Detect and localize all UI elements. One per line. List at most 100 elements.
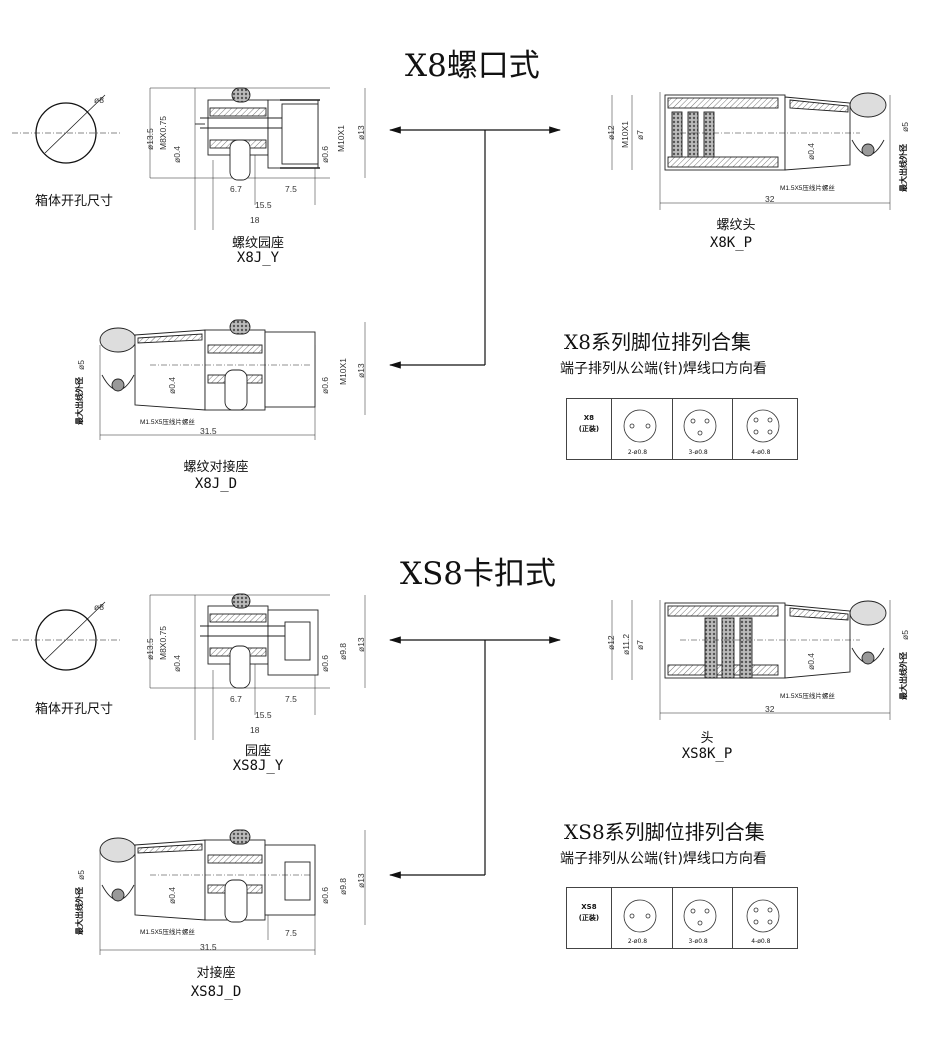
section2-pin-table: XS8 (正装) 2-ø0.8 3-ø0.8 4-ø0.8 bbox=[566, 887, 798, 949]
pin-cell-4: 4-ø0.8 bbox=[733, 888, 797, 948]
s2-socket-d3: ø0.4 bbox=[172, 654, 182, 672]
section2-socket-label: 园座 bbox=[244, 744, 272, 759]
section1-socket-code: X8J_Y bbox=[236, 250, 280, 266]
pin-cell-2: 2-ø0.8 bbox=[612, 888, 673, 948]
s2-plug-d5: ø5 bbox=[900, 630, 910, 640]
s1-plug-note: M1.5X5压线片螺丝 bbox=[780, 185, 835, 192]
section1-inline-label: 螺纹对接座 bbox=[183, 460, 249, 475]
s1-socket-w1: 6.7 bbox=[230, 184, 242, 194]
s2-inline-note: M1.5X5压线片螺丝 bbox=[140, 929, 195, 936]
s1-plug-d2: M10X1 bbox=[620, 121, 630, 148]
socket-drawing-1 bbox=[149, 87, 366, 230]
s2-socket-d6: ø13 bbox=[356, 637, 366, 652]
section1-pin-subtitle: 端子排列从公端(针)焊线口方向看 bbox=[560, 361, 767, 377]
s1-inline-note: M1.5X5压线片螺丝 bbox=[140, 419, 195, 426]
s2-plug-d1: ø12 bbox=[606, 635, 616, 650]
section1-plug-label: 螺纹头 bbox=[716, 218, 756, 233]
s2-socket-w4: 18 bbox=[250, 725, 260, 735]
pin-header2: (正装) bbox=[578, 914, 600, 922]
s1-socket-w2: 7.5 bbox=[285, 184, 297, 194]
s2-plug-note: M1.5X5压线片螺丝 bbox=[780, 693, 835, 700]
section1-cutout-label: 箱体开孔尺寸 bbox=[34, 194, 114, 209]
section2-connector-lines bbox=[388, 636, 562, 879]
section1-title: X8螺口式 bbox=[405, 48, 540, 84]
pin-diagrams-1 bbox=[623, 409, 780, 443]
s1-socket-d6: ø13 bbox=[356, 125, 366, 140]
section1-plug-code: X8K_P bbox=[709, 235, 753, 251]
section1-connector-lines bbox=[388, 126, 562, 369]
plug-drawing-1 bbox=[611, 92, 891, 210]
s2-inline-d2: ø0.6 bbox=[320, 886, 330, 904]
s2-plug-d2: ø11.2 bbox=[621, 633, 631, 655]
s2-socket-d5: ø9.8 bbox=[338, 642, 348, 660]
s1-socket-w4: 18 bbox=[250, 215, 260, 225]
section1-inline-code: X8J_D bbox=[194, 476, 238, 492]
section2-pin-subtitle: 端子排列从公端(针)焊线口方向看 bbox=[560, 851, 767, 867]
s2-plug-d3: ø7 bbox=[635, 640, 645, 650]
section1-pin-title: X8系列脚位排列合集 bbox=[564, 330, 751, 354]
pin-header-cell: X8 (正装) bbox=[567, 399, 612, 459]
s1-inline-len: 31.5 bbox=[200, 426, 217, 436]
s1-inline-max: 最大出线外径 bbox=[75, 377, 84, 425]
s2-socket-d2: M8X0.75 bbox=[158, 625, 168, 660]
s1-socket-d2: M8X0.75 bbox=[158, 115, 168, 150]
pin-cell-3: 3-ø0.8 bbox=[673, 399, 734, 459]
cutout-circle-2 bbox=[12, 601, 120, 671]
s2-inline-max: 最大出线外径 bbox=[75, 887, 84, 935]
section1-pin-table: X8 (正装) 2-ø0.8 3-ø0.8 4-ø0.8 bbox=[566, 398, 798, 460]
s1-inline-d2: ø0.6 bbox=[320, 376, 330, 394]
pin-label-3: 3-ø0.8 bbox=[688, 938, 708, 945]
section2-inline-label: 对接座 bbox=[196, 966, 236, 981]
plug-drawing-2 bbox=[611, 600, 891, 720]
pin-cell-4: 4-ø0.8 bbox=[733, 399, 797, 459]
section1-cutout-dia: ø8 bbox=[94, 95, 104, 105]
pin-label-3: 3-ø0.8 bbox=[688, 449, 708, 456]
pin-header-cell: XS8 (正装) bbox=[567, 888, 612, 948]
s2-inline-len: 31.5 bbox=[200, 942, 217, 952]
s2-plug-max: 最大出线外径 bbox=[899, 652, 908, 700]
s1-plug-d5: ø5 bbox=[900, 122, 910, 132]
pin-header: X8 bbox=[583, 414, 595, 422]
section1-socket-label: 螺纹园座 bbox=[231, 236, 285, 251]
s1-socket-d3: ø0.4 bbox=[172, 145, 182, 163]
pin-label-4: 4-ø0.8 bbox=[751, 938, 771, 945]
s2-socket-d4: ø0.6 bbox=[320, 654, 330, 672]
s1-inline-d4: ø13 bbox=[356, 363, 366, 378]
s1-inline-d1: ø0.4 bbox=[167, 376, 177, 394]
section2-plug-label: 头 bbox=[700, 731, 714, 746]
section2-socket-code: XS8J_Y bbox=[232, 758, 284, 774]
s1-socket-d5: M10X1 bbox=[336, 125, 346, 152]
s2-inline-w: 7.5 bbox=[285, 928, 297, 938]
pin-diagrams-2 bbox=[623, 899, 780, 933]
pin-cell-3: 3-ø0.8 bbox=[673, 888, 734, 948]
pin-label-4: 4-ø0.8 bbox=[751, 449, 771, 456]
s1-socket-w3: 15.5 bbox=[255, 200, 272, 210]
section2-cutout-label: 箱体开孔尺寸 bbox=[34, 702, 114, 717]
s1-plug-max: 最大出线外径 bbox=[899, 144, 908, 192]
s2-inline-d1: ø0.4 bbox=[167, 886, 177, 904]
s1-plug-d3: ø7 bbox=[635, 130, 645, 140]
cutout-circle-1 bbox=[12, 94, 120, 164]
socket-drawing-2 bbox=[149, 593, 366, 740]
section2-inline-code: XS8J_D bbox=[190, 984, 242, 1000]
s2-socket-d1: ø13.5 bbox=[145, 638, 155, 660]
section2-pin-title: XS8系列脚位排列合集 bbox=[564, 820, 765, 844]
section2-title: XS8卡扣式 bbox=[400, 556, 557, 592]
pin-label-2: 2-ø0.8 bbox=[627, 449, 648, 456]
s1-plug-d4: ø0.4 bbox=[806, 142, 816, 160]
s1-socket-d1: ø13.5 bbox=[145, 128, 155, 150]
pin-header: XS8 bbox=[581, 903, 597, 911]
pin-label-2: 2-ø0.8 bbox=[627, 938, 648, 945]
s2-socket-w2: 7.5 bbox=[285, 694, 297, 704]
inline-drawing-2 bbox=[99, 829, 366, 955]
pin-header2: (正装) bbox=[578, 425, 600, 433]
s2-socket-w1: 6.7 bbox=[230, 694, 242, 704]
s2-socket-w3: 15.5 bbox=[255, 710, 272, 720]
s1-socket-d4: ø0.6 bbox=[320, 145, 330, 163]
s2-inline-d5: ø5 bbox=[76, 870, 86, 880]
s2-inline-d4: ø13 bbox=[356, 873, 366, 888]
inline-drawing-1 bbox=[99, 319, 366, 440]
s2-plug-len: 32 bbox=[765, 704, 775, 714]
section2-plug-code: XS8K_P bbox=[681, 746, 733, 762]
